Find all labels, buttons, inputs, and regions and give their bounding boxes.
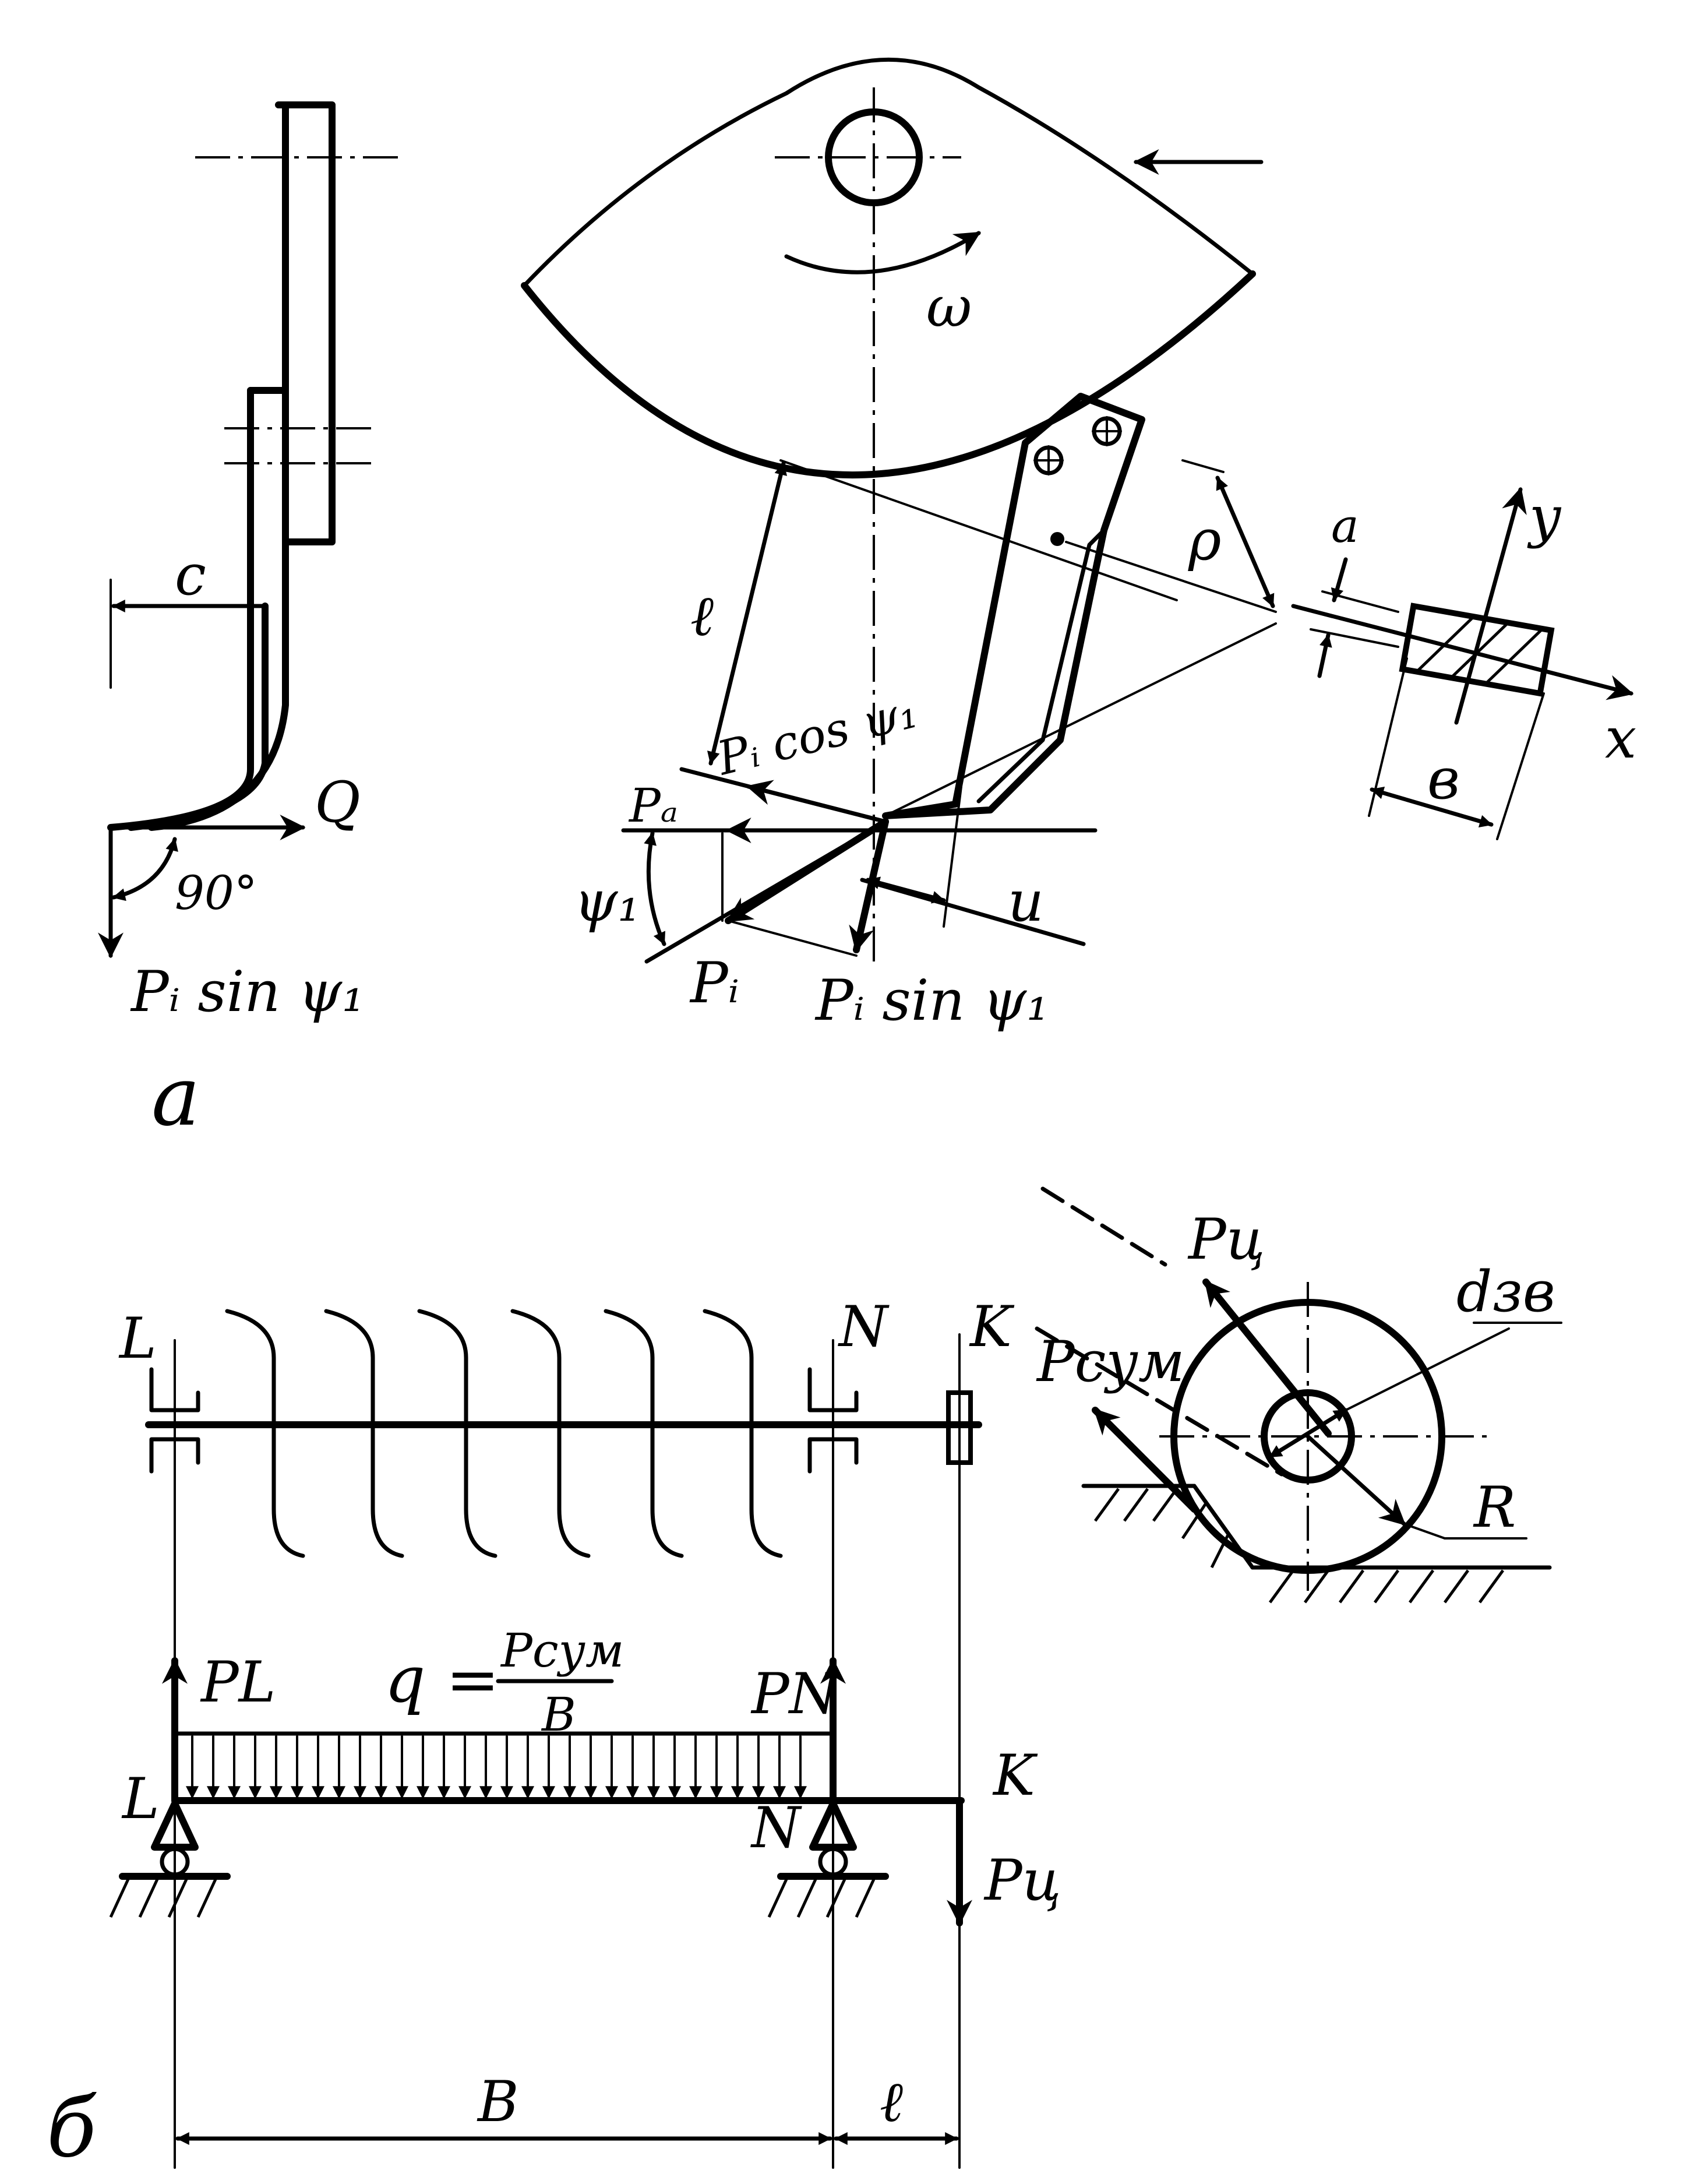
label-Pi: Pᵢ [689, 950, 739, 1016]
label-Pi-sin-bottom: Pᵢ sin ψ₁ [814, 968, 1049, 1033]
label-ell-dim: ℓ [880, 2069, 903, 2134]
label-omega: ω [926, 274, 972, 340]
tine-side-view: с Q 90° Pᵢ sin ψ₁ [98, 101, 402, 1024]
label-N-beam: N [750, 1795, 802, 1861]
label-y: у [1527, 484, 1562, 549]
label-d-zv: dзв [1456, 1259, 1555, 1325]
label-K-top: K [969, 1294, 1015, 1359]
label-Q: Q [315, 770, 361, 835]
label-q-num: Pсум [500, 1623, 624, 1678]
label-q-den: B [541, 1688, 576, 1742]
ground-hatch [1093, 1488, 1505, 1604]
label-Pi-sin-left: Pᵢ sin ψ₁ [130, 959, 365, 1024]
label-L-top: L [118, 1306, 157, 1371]
distributed-load-arrows [186, 1735, 807, 1799]
label-Pi-cos: Pᵢ cos ψ₁ [711, 684, 923, 786]
panel-label-b: б [47, 2081, 97, 2176]
label-c: с [175, 543, 206, 608]
label-rho: ρ [1188, 508, 1221, 573]
label-Psum: Pсум [1036, 1329, 1185, 1394]
panel-label-a: а [151, 1049, 200, 1144]
label-R: R [1473, 1475, 1516, 1540]
label-Pa: Pₐ [628, 779, 678, 833]
label-ell: ℓ [690, 583, 714, 649]
label-90: 90° [175, 866, 257, 920]
beam-model: PL PN q = Pсум B L N K Pц B ℓ [109, 1623, 1061, 2145]
label-Pts-beam: Pц [983, 1848, 1061, 1913]
label-B-dim: B [477, 2069, 519, 2134]
label-u: u [1008, 869, 1044, 934]
wheel-view: Pц Pсум dзв R [1035, 1186, 1562, 1604]
label-L-beam: L [121, 1766, 160, 1831]
label-a: а [1331, 499, 1359, 553]
label-Pts: Pц [1187, 1207, 1265, 1272]
label-N-top: N [838, 1294, 890, 1359]
label-PL: PL [200, 1650, 276, 1715]
label-b: в [1427, 746, 1460, 812]
label-PN: PN [750, 1661, 840, 1727]
rotor-view: ω ℓ ρ х у а [521, 58, 1636, 1033]
label-x: х [1605, 706, 1636, 771]
label-psi1: ψ₁ [574, 869, 640, 934]
label-K-beam: K [992, 1743, 1038, 1808]
label-q-eq: q = [384, 1642, 500, 1717]
